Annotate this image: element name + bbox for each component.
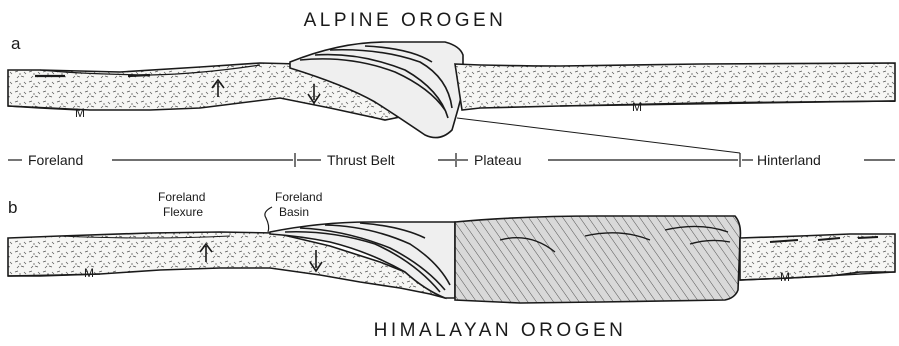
foreland-flexure-label-line1: Foreland — [158, 190, 205, 204]
alpine-orogen-title: ALPINE OROGEN — [304, 10, 507, 31]
foreland-flexure-label-line2: Flexure — [163, 205, 203, 219]
alpine-hinterland-crust — [455, 63, 895, 110]
foreland-basin-leader-line — [265, 207, 272, 232]
himalayan-moho-label-left: M — [84, 266, 94, 280]
foreland-basin-label-line1: Foreland — [275, 190, 322, 204]
foreland-basin-label-line2: Basin — [279, 205, 309, 219]
alpine-cross-section — [8, 42, 895, 153]
alpine-moho-label-right: M — [632, 100, 642, 114]
alpine-moho-label-left: M — [75, 106, 85, 120]
himalayan-moho-label-right: M — [780, 270, 790, 284]
zone-foreland-label: Foreland — [28, 152, 83, 168]
zone-plateau-label: Plateau — [474, 152, 521, 168]
panel-b-label: b — [8, 198, 17, 217]
panel-a-label: a — [11, 34, 21, 53]
himalayan-cross-section — [8, 216, 895, 303]
himalayan-orogen-title: HIMALAYAN OROGEN — [374, 320, 627, 341]
zone-thrust-belt-label: Thrust Belt — [327, 152, 395, 168]
himalayan-plateau-block — [455, 216, 740, 303]
zone-hinterland-label: Hinterland — [757, 152, 821, 168]
